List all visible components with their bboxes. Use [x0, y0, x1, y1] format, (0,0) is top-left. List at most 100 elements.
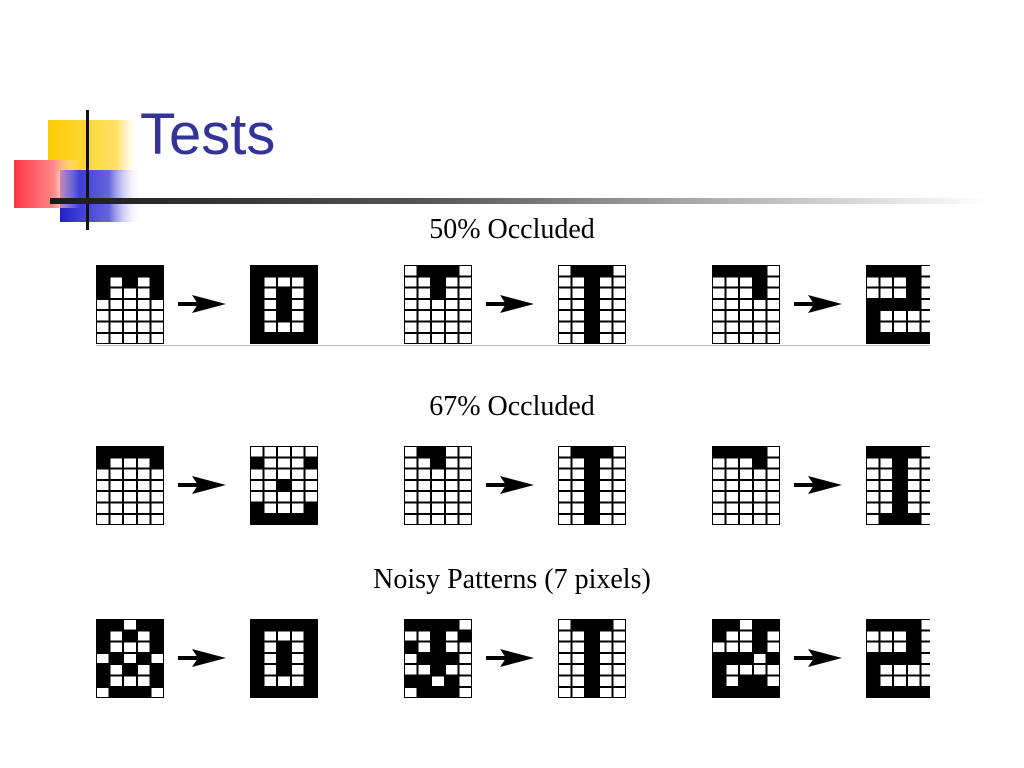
grid-pixel-off [767, 480, 779, 491]
grid-pixel-off [753, 469, 766, 479]
grid-pixel-on [725, 686, 740, 699]
grid-pixel-off [418, 277, 431, 287]
grid-pixel-off [151, 492, 163, 502]
grid-pixel-off [97, 322, 109, 332]
grid-pixel-on [893, 446, 907, 458]
grid-pixel-on [893, 298, 907, 311]
grid-pixel-on [277, 298, 291, 311]
grid-pixel-off [713, 469, 725, 479]
grid-pixel-off [880, 503, 893, 513]
grid-pixel-off [572, 311, 585, 321]
grid-pixel-on [277, 287, 291, 299]
arrow-right-icon [794, 476, 842, 494]
grid-pixel-on [458, 630, 472, 642]
grid-pixel-on [150, 265, 164, 277]
grid-pixel-off [880, 458, 893, 468]
grid-pixel-on [585, 457, 599, 469]
grid-pixel-off [137, 288, 150, 298]
grid-pixel-off [445, 288, 458, 298]
arrow-head [192, 649, 226, 667]
grid-pixel-off [921, 665, 930, 675]
output-pattern-grid [558, 446, 626, 526]
input-pattern-grid [712, 265, 780, 345]
arrow-right-icon [486, 649, 534, 667]
grid-pixel-off [418, 288, 431, 298]
grid-pixel-off [445, 458, 458, 468]
grid-pixel-off [613, 503, 625, 513]
grid-pixel-on [150, 664, 164, 676]
grid-pixel-off [867, 503, 879, 513]
output-pattern-grid [558, 265, 626, 345]
grid-pixel-off [894, 288, 906, 298]
grid-pixel-off [613, 333, 625, 344]
grid-pixel-off [305, 492, 317, 502]
grid-pixel-off [110, 514, 123, 525]
grid-pixel-on [752, 457, 767, 469]
grid-pixel-off [151, 322, 163, 332]
input-pattern-grid [404, 619, 472, 699]
grid-pixel-off [572, 665, 585, 675]
pattern-row-noisy [96, 619, 930, 699]
input-pattern-grid [712, 446, 780, 526]
grid-pixel-off [726, 469, 739, 479]
grid-pixel-on [96, 619, 110, 631]
grid-pixel-off [264, 492, 277, 502]
grid-pixel-on [920, 332, 930, 345]
grid-pixel-off [137, 299, 150, 310]
grid-pixel-on [866, 298, 880, 311]
grid-pixel-off [726, 480, 739, 491]
grid-pixel-on [725, 652, 740, 665]
grid-pixel-on [263, 686, 278, 699]
grid-pixel-on [712, 664, 726, 676]
arrow-head [500, 476, 534, 494]
grid-pixel-on [879, 446, 894, 458]
grid-pixel-off [124, 333, 136, 344]
grid-pixel-off [867, 492, 879, 502]
grid-pixel-off [124, 514, 136, 525]
grid-pixel-off [110, 492, 123, 502]
grid-pixel-on [150, 630, 164, 642]
grid-pixel-on [571, 619, 586, 631]
grid-pixel-off [726, 277, 739, 287]
grid-pixel-off [921, 277, 930, 287]
grid-pixel-off [459, 620, 471, 630]
grid-pixel-off [613, 458, 625, 468]
grid-pixel-off [880, 631, 893, 641]
grid-pixel-off [445, 322, 458, 332]
arrow-head [500, 295, 534, 313]
grid-pixel-off [613, 469, 625, 479]
grid-pixel-on [712, 265, 726, 277]
grid-pixel-off [559, 653, 571, 664]
grid-pixel-off [110, 311, 123, 321]
grid-pixel-on [304, 652, 318, 665]
grid-pixel-on [96, 265, 110, 277]
grid-pixel-off [599, 277, 612, 287]
grid-pixel-off [753, 514, 766, 525]
grid-pixel-on [879, 619, 894, 631]
grid-pixel-off [713, 288, 725, 298]
grid-pixel-off [767, 458, 779, 468]
grid-pixel-on [431, 641, 445, 653]
grid-pixel-off [264, 277, 277, 287]
grid-pixel-off [151, 333, 163, 344]
grid-pixel-off [291, 642, 304, 652]
grid-pixel-off [110, 642, 123, 652]
grid-pixel-off [432, 514, 444, 525]
grid-pixel-off [151, 514, 163, 525]
grid-pixel-on [250, 332, 264, 345]
grid-pixel-on [250, 630, 264, 642]
grid-pixel-on [304, 630, 318, 642]
grid-pixel-on [96, 287, 110, 299]
grid-pixel-on [752, 276, 767, 288]
grid-pixel-off [572, 653, 585, 664]
grid-pixel-off [251, 480, 263, 491]
grid-pixel-off [124, 458, 136, 468]
output-pattern-grid [558, 619, 626, 699]
grid-pixel-off [880, 311, 893, 321]
grid-pixel-off [599, 642, 612, 652]
grid-pixel-off [405, 288, 417, 298]
grid-pixel-on [893, 265, 907, 277]
grid-pixel-off [559, 631, 571, 641]
grid-pixel-off [767, 447, 779, 457]
grid-pixel-on [585, 298, 599, 311]
